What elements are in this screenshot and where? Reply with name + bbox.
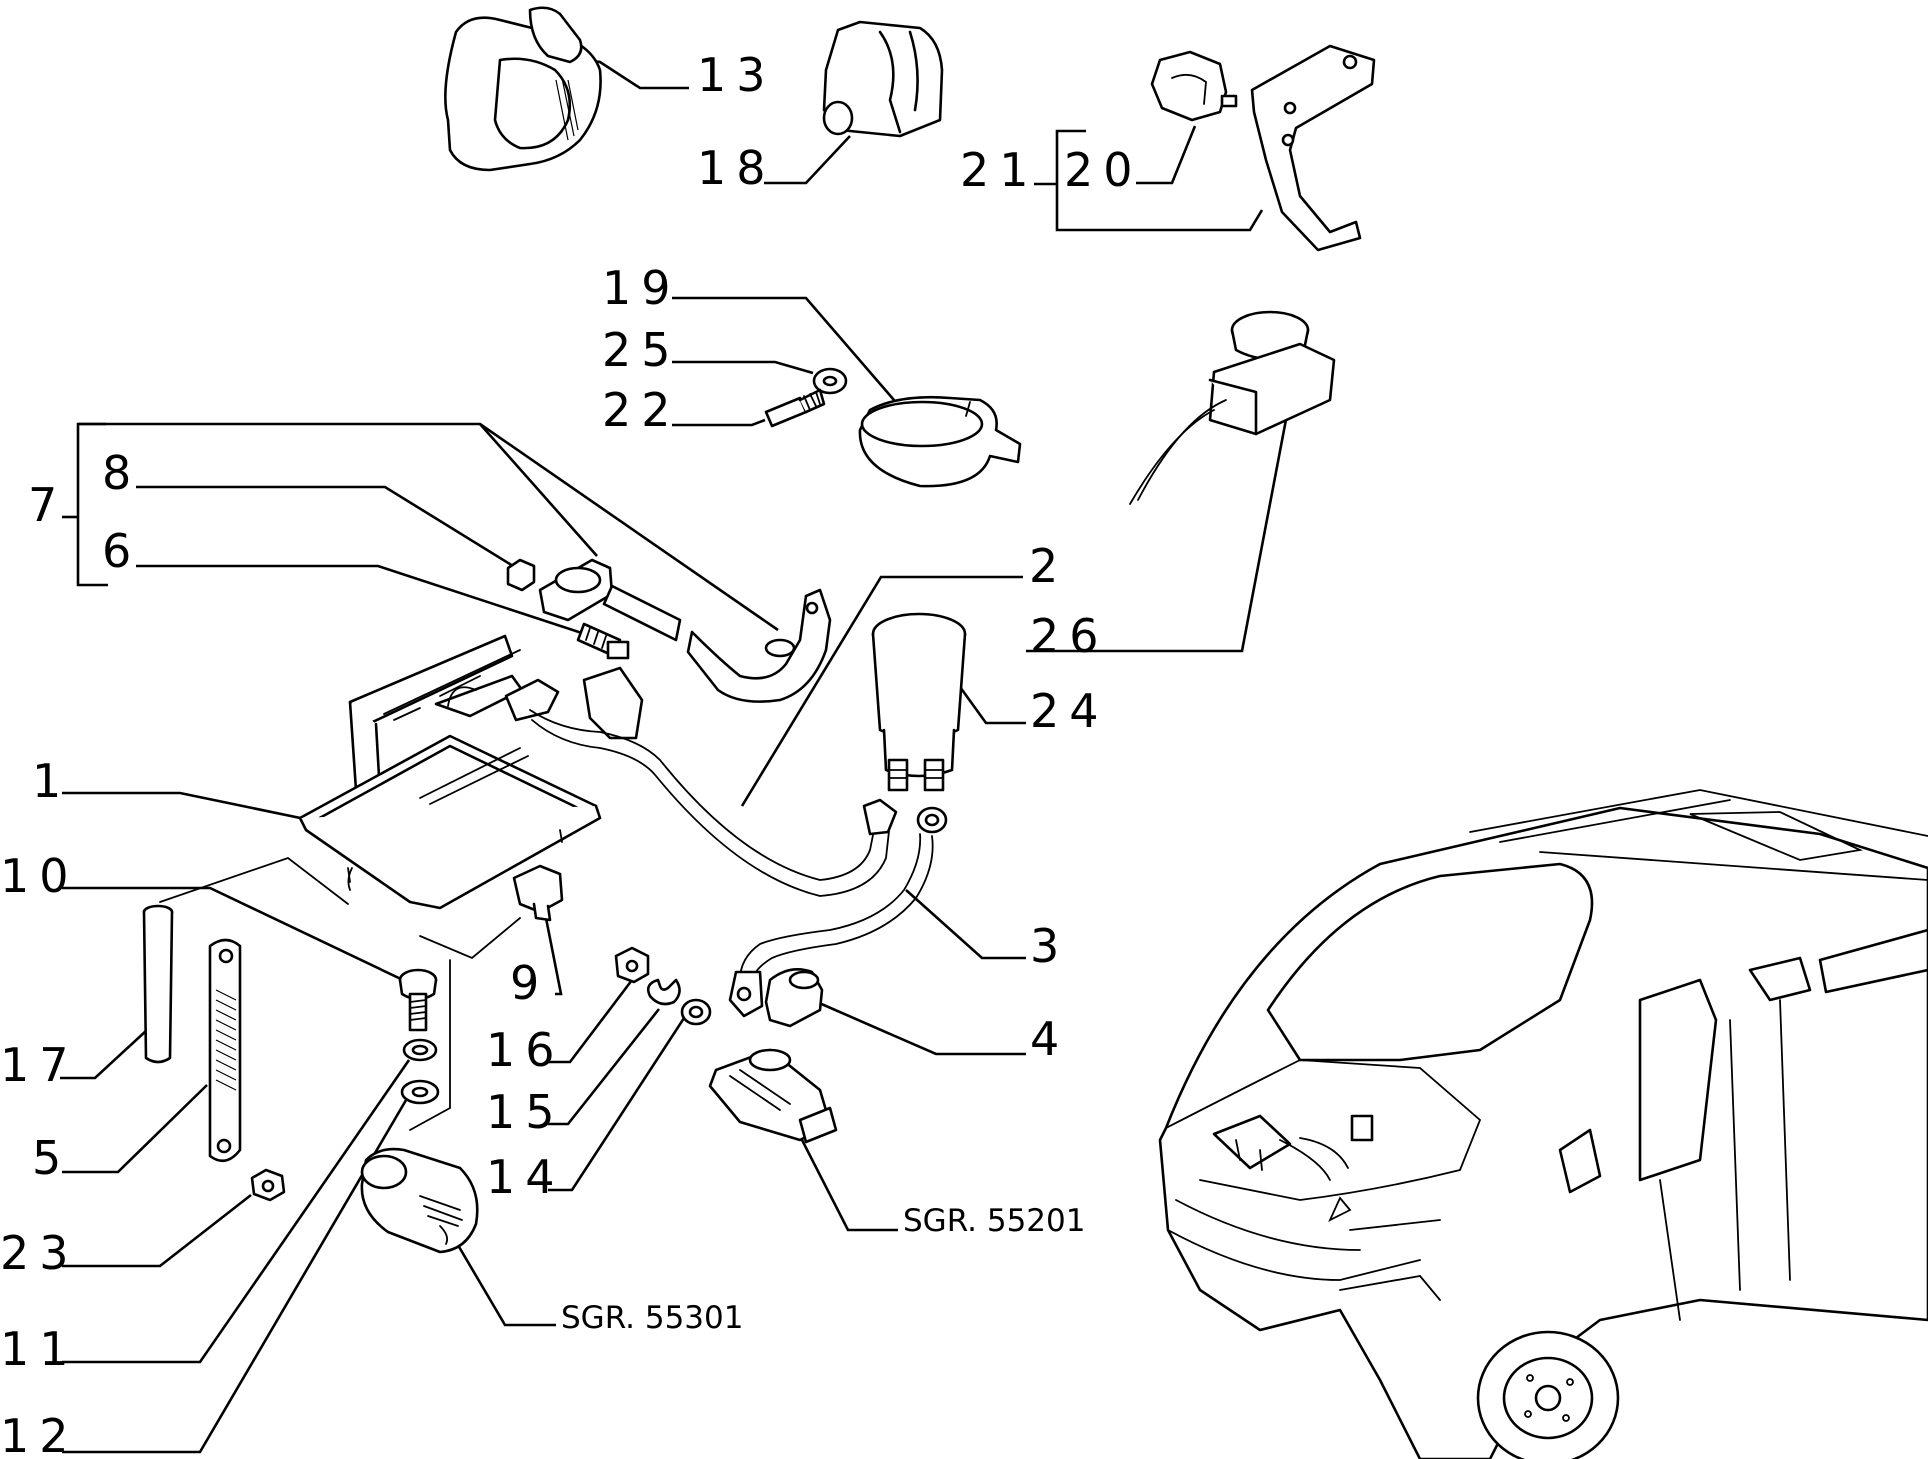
callout-6: 6 — [102, 524, 141, 578]
part-6-bolt — [576, 622, 630, 660]
part-17-spacer — [142, 904, 174, 1064]
callout-19: 19 — [602, 261, 681, 315]
callout-26: 26 — [1030, 609, 1109, 663]
part-15-split-washer — [646, 978, 681, 1006]
part-10-bolt — [398, 968, 438, 1032]
part-24-solenoid — [871, 612, 967, 792]
callout-4: 4 — [1030, 1012, 1069, 1066]
callout-16: 16 — [486, 1023, 565, 1077]
part-1-battery-tray — [298, 734, 602, 910]
callout-15: 15 — [486, 1085, 565, 1139]
starter-motor — [708, 1048, 838, 1144]
part-11-lock-washer — [402, 1038, 438, 1062]
part-13-terminal-clamp — [444, 6, 602, 172]
callout-1: 1 — [32, 754, 71, 808]
callout-7: 7 — [28, 478, 67, 532]
callout-5: 5 — [32, 1131, 71, 1185]
callout-14: 14 — [486, 1150, 565, 1204]
part-4-terminal-boot — [764, 968, 824, 1028]
callout-11: 11 — [0, 1322, 79, 1376]
callout-10: 10 — [0, 849, 79, 903]
battery — [348, 634, 524, 802]
ref-starter: SGR. 55201 — [903, 1203, 1085, 1239]
callout-3: 3 — [1030, 919, 1069, 973]
part-19-pipe-clamp — [858, 395, 1022, 488]
callout-17: 17 — [0, 1038, 79, 1092]
ref-alternator: SGR. 55301 — [561, 1300, 743, 1336]
part-12-flat-washer — [400, 1079, 440, 1105]
part-8-nut — [506, 558, 536, 592]
reference-labels: SGR. 55201 SGR. 55301 — [561, 1203, 1085, 1336]
van-locator-view — [1158, 789, 1928, 1459]
callout-18: 18 — [697, 141, 776, 195]
part-18-cable-clip — [822, 20, 944, 138]
callout-20: 20 — [1064, 143, 1143, 197]
callout-25: 25 — [602, 323, 681, 377]
part-20-small-clip — [1150, 50, 1238, 122]
leader-lines — [60, 58, 1290, 1454]
part-22-bolt — [764, 388, 826, 428]
callout-21: 21 — [960, 143, 1039, 197]
alternator — [360, 1147, 479, 1254]
part-2-positive-cable — [504, 666, 898, 897]
part-14-washer — [680, 998, 712, 1026]
callout-22: 22 — [602, 383, 681, 437]
part-7-battery-cable — [538, 558, 832, 703]
part-26-switch — [1129, 310, 1336, 505]
part-23-nut — [250, 1168, 286, 1202]
callout-24: 24 — [1030, 684, 1109, 738]
callout-13: 13 — [697, 48, 776, 102]
part-5-holddown-strap — [208, 938, 242, 1163]
part-3-starter-cable — [728, 806, 948, 1018]
callout-numbers: 13 18 21 20 19 25 22 7 8 6 2 26 24 1 10 … — [0, 48, 1143, 1459]
part-25-washer — [812, 367, 848, 395]
part-9-bracket — [512, 864, 564, 922]
callout-2: 2 — [1029, 539, 1068, 593]
part-21-bracket — [1250, 44, 1376, 252]
callout-23: 23 — [0, 1226, 79, 1280]
callout-12: 12 — [0, 1409, 79, 1459]
callout-9: 9 — [510, 956, 549, 1010]
callout-8: 8 — [102, 446, 141, 500]
part-16-nut — [614, 946, 650, 984]
